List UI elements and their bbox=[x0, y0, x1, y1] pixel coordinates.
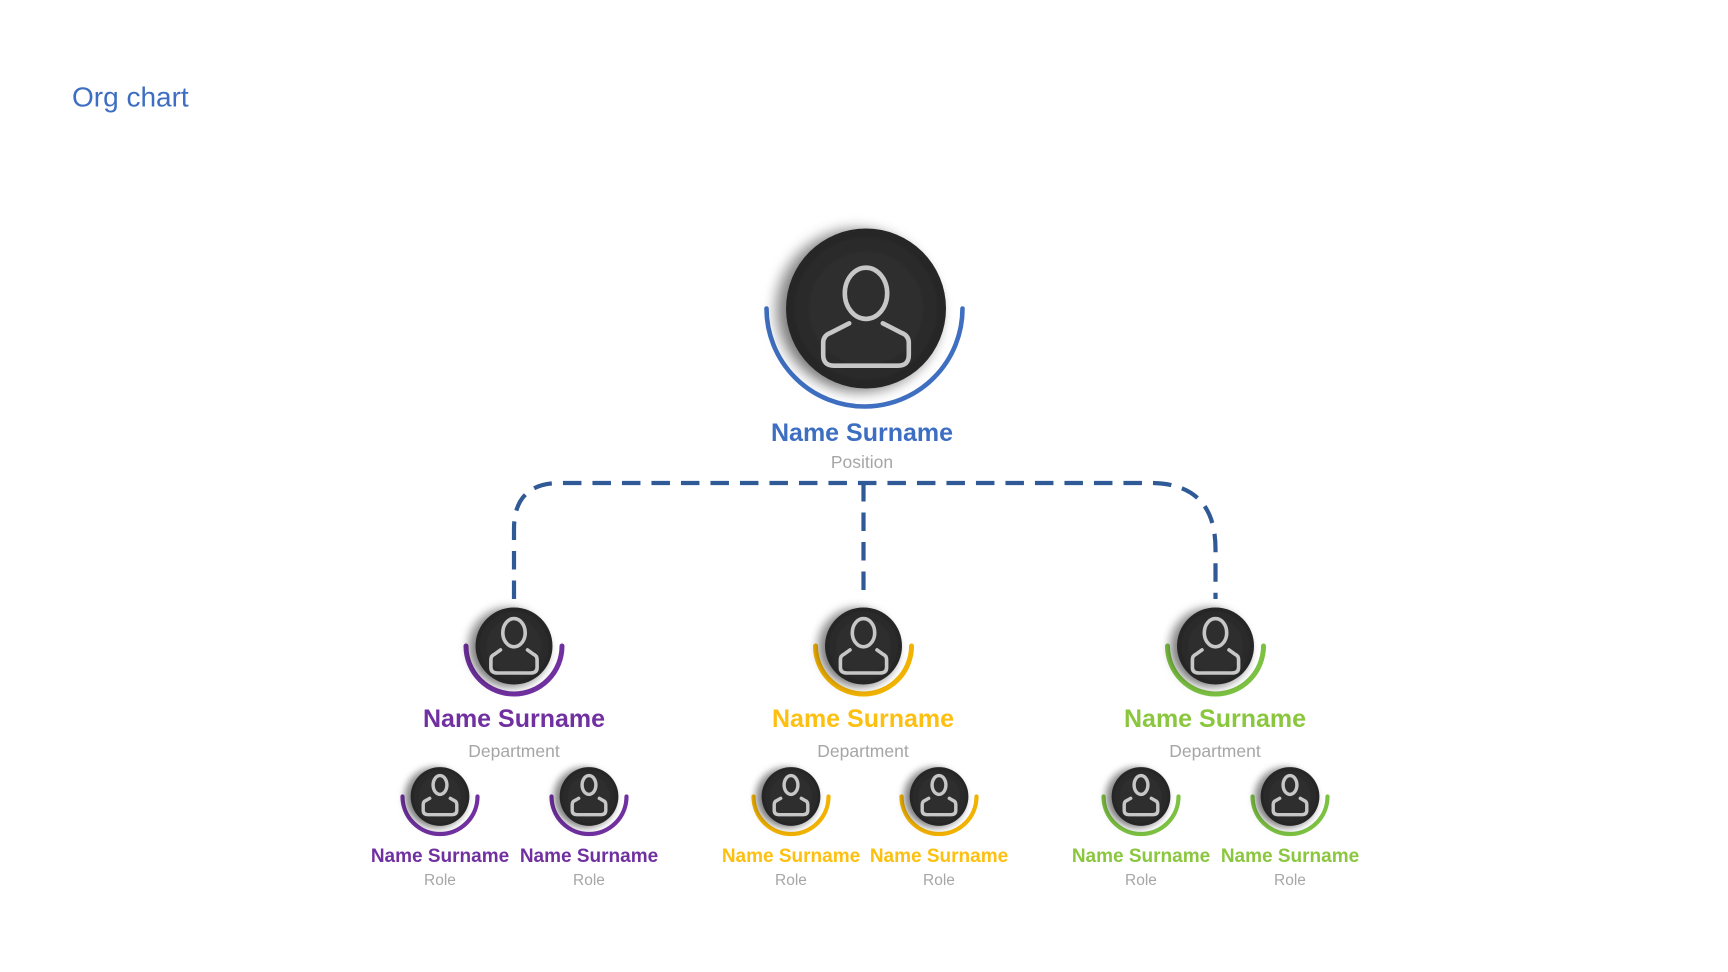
svg-text:Name Surname: Name Surname bbox=[771, 419, 953, 447]
svg-text:Role: Role bbox=[573, 872, 605, 889]
svg-text:Role: Role bbox=[775, 872, 807, 889]
svg-text:Name Surname: Name Surname bbox=[1072, 846, 1210, 867]
svg-text:Name Surname: Name Surname bbox=[722, 846, 860, 867]
svg-text:Position: Position bbox=[831, 452, 893, 472]
svg-text:Name Surname: Name Surname bbox=[1124, 705, 1306, 733]
svg-text:Department: Department bbox=[817, 741, 909, 761]
svg-text:Role: Role bbox=[1125, 872, 1157, 889]
svg-text:Org chart: Org chart bbox=[72, 82, 189, 113]
svg-text:Name Surname: Name Surname bbox=[520, 846, 658, 867]
svg-text:Role: Role bbox=[1274, 872, 1306, 889]
svg-text:Name Surname: Name Surname bbox=[772, 705, 954, 733]
svg-text:Department: Department bbox=[1169, 741, 1261, 761]
svg-text:Name Surname: Name Surname bbox=[371, 846, 509, 867]
svg-text:Name Surname: Name Surname bbox=[870, 846, 1008, 867]
svg-text:Role: Role bbox=[424, 872, 456, 889]
svg-text:Name Surname: Name Surname bbox=[423, 705, 605, 733]
svg-text:Department: Department bbox=[468, 741, 560, 761]
svg-text:Role: Role bbox=[923, 872, 955, 889]
svg-text:Name Surname: Name Surname bbox=[1221, 846, 1359, 867]
